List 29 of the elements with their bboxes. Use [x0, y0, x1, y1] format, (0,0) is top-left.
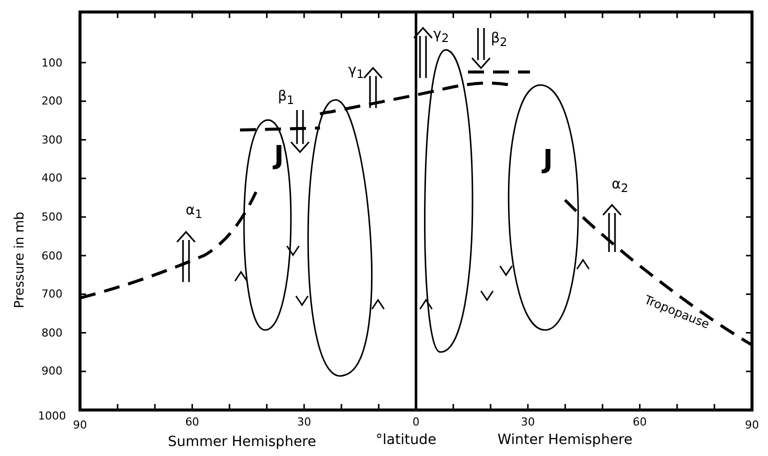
- axis-title: Summer Hemisphere: [168, 435, 316, 449]
- tick-label: 90: [745, 420, 759, 430]
- axis-title: °latitude: [376, 433, 436, 447]
- tick-label: 90: [73, 420, 87, 430]
- tick-label: 800: [42, 327, 62, 338]
- symbol-label: α$_{2}$: [612, 177, 628, 195]
- tick-label: 900: [42, 366, 62, 377]
- tick-label: 30: [297, 416, 312, 428]
- symbol-label: β$_{2}$: [490, 31, 508, 49]
- symbol-label: γ$_{2}$: [433, 27, 449, 45]
- tick-label: 0: [412, 416, 420, 428]
- tick-label: 500: [42, 212, 62, 222]
- axis-title: Pressure in mb: [14, 212, 26, 308]
- symbol-label: α$_{1}$: [186, 203, 202, 221]
- tick-label: 700: [42, 288, 62, 300]
- symbol-label: γ$_{1}$: [348, 63, 364, 81]
- tick-label: 600: [42, 250, 62, 262]
- jet-label: J: [543, 147, 553, 173]
- tick-label: 60: [185, 416, 200, 428]
- tick-label: 100: [42, 57, 62, 68]
- axis-title: Winter Hemisphere: [498, 433, 632, 447]
- tick-label: 200: [42, 96, 62, 107]
- jet-label: J: [274, 143, 284, 169]
- tick-label: 1000: [38, 410, 66, 422]
- tick-label: 30: [520, 416, 535, 428]
- tick-label: 300: [42, 134, 62, 146]
- tick-label: 60: [632, 416, 647, 428]
- tick-label: 400: [42, 172, 62, 184]
- symbol-label: β$_{1}$: [278, 89, 294, 107]
